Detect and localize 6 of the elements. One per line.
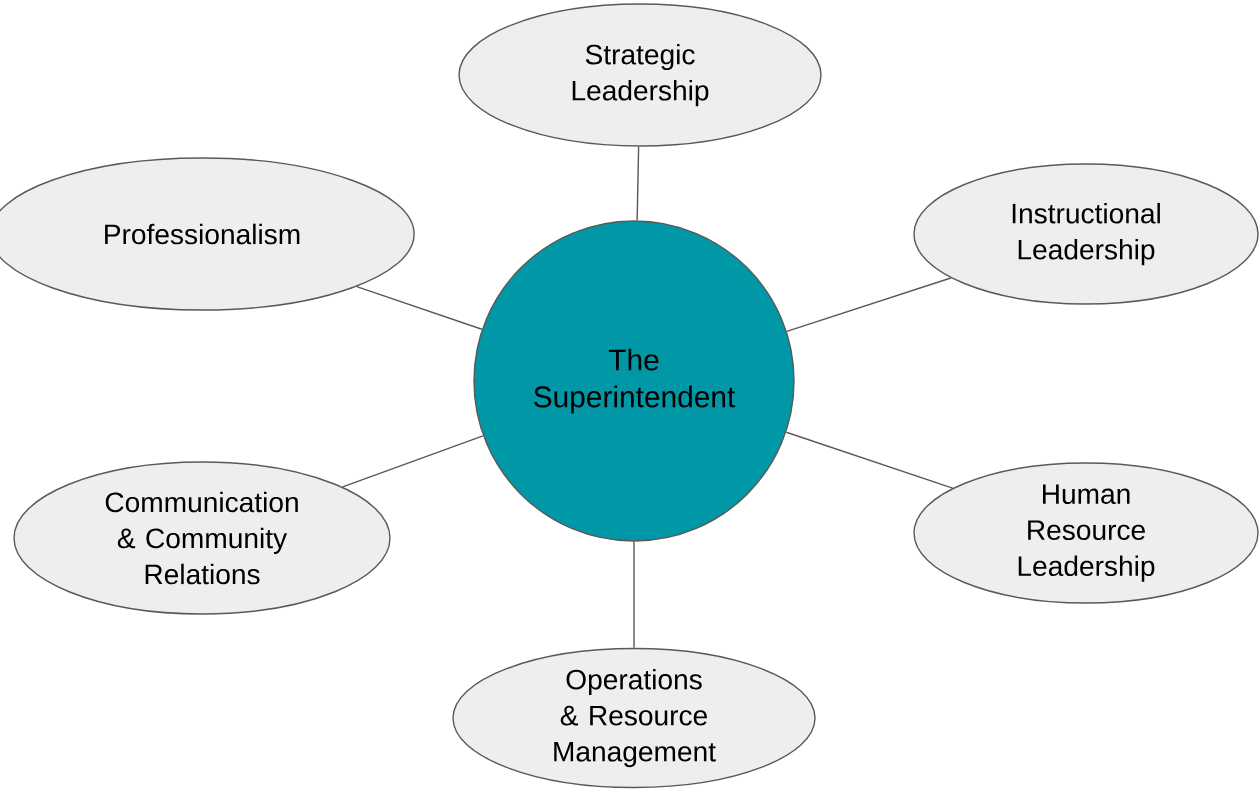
- connector-line: [633, 541, 635, 649]
- connector-line: [785, 431, 954, 489]
- connector-line: [786, 277, 952, 332]
- connector-line: [341, 435, 484, 488]
- connector-line: [356, 285, 483, 330]
- connector-line: [636, 146, 640, 222]
